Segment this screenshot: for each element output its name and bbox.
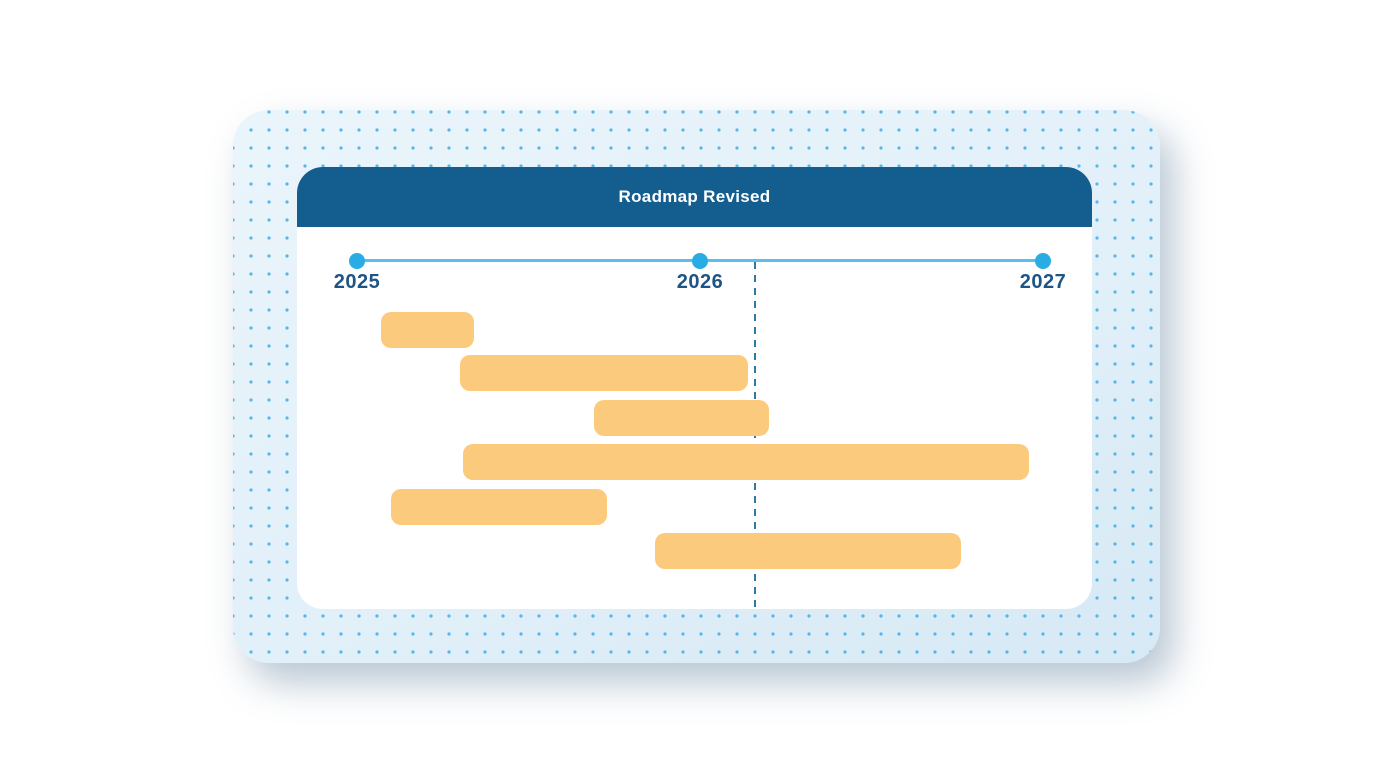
gantt-chart-area: 2025 2026 2027 [297,227,1092,609]
gantt-bar-row-3 [593,400,769,436]
year-label-2026: 2026 [676,271,724,293]
dotted-background-card: Roadmap Revised 2025 2026 2027 [233,110,1160,663]
gantt-bar-row-4 [463,444,1030,480]
timeline-dot-2025 [349,252,365,269]
card-title: Roadmap Revised [618,187,771,206]
year-label-2025: 2025 [333,271,381,293]
timeline-dot-2027 [1035,252,1051,269]
gantt-bar-row-6 [655,533,961,569]
card-header: Roadmap Revised [297,167,1092,227]
gantt-bar-row-2 [459,355,748,391]
gantt-bar-row-5 [391,489,608,525]
year-label-2027: 2027 [1019,271,1067,293]
roadmap-card: Roadmap Revised 2025 2026 2027 [297,167,1092,609]
timeline-dot-2026 [692,252,708,269]
gantt-bar-row-1 [381,312,474,348]
